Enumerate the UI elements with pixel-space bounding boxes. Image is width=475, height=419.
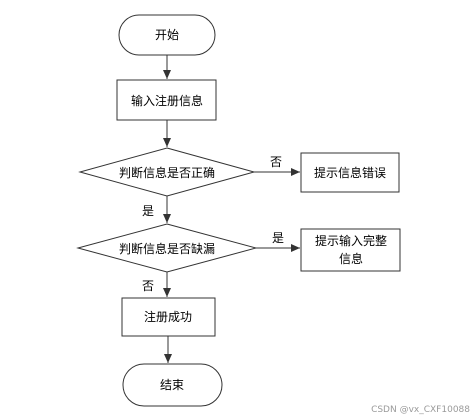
watermark-text: CSDN @vx_CXF10088 (371, 405, 470, 415)
prompt-complete-node: 提示输入完整 信息 (300, 228, 401, 272)
show-error-node: 提示信息错误 (300, 152, 400, 193)
start-node: 开始 (118, 14, 216, 56)
show-error-label: 提示信息错误 (314, 165, 386, 180)
register-success-label: 注册成功 (144, 309, 192, 324)
check-missing-decision: 判断信息是否缺漏 (76, 223, 258, 273)
end-label: 结束 (160, 378, 184, 392)
end-node: 结束 (122, 363, 223, 407)
prompt-complete-label-line1: 提示输入完整 (315, 233, 387, 248)
label-yes-missing: 是 (272, 231, 284, 245)
input-info-label: 输入注册信息 (131, 93, 203, 108)
register-success-node: 注册成功 (121, 297, 216, 337)
prompt-complete-label-line2: 信息 (339, 251, 363, 266)
check-missing-label: 判断信息是否缺漏 (119, 241, 215, 256)
start-label: 开始 (155, 28, 179, 42)
check-correct-label: 判断信息是否正确 (119, 165, 215, 180)
label-no-missing: 否 (142, 279, 154, 293)
label-yes-correct: 是 (142, 204, 154, 218)
input-info-node: 输入注册信息 (116, 79, 217, 121)
label-no-correct: 否 (270, 155, 282, 169)
check-correct-decision: 判断信息是否正确 (78, 147, 256, 197)
